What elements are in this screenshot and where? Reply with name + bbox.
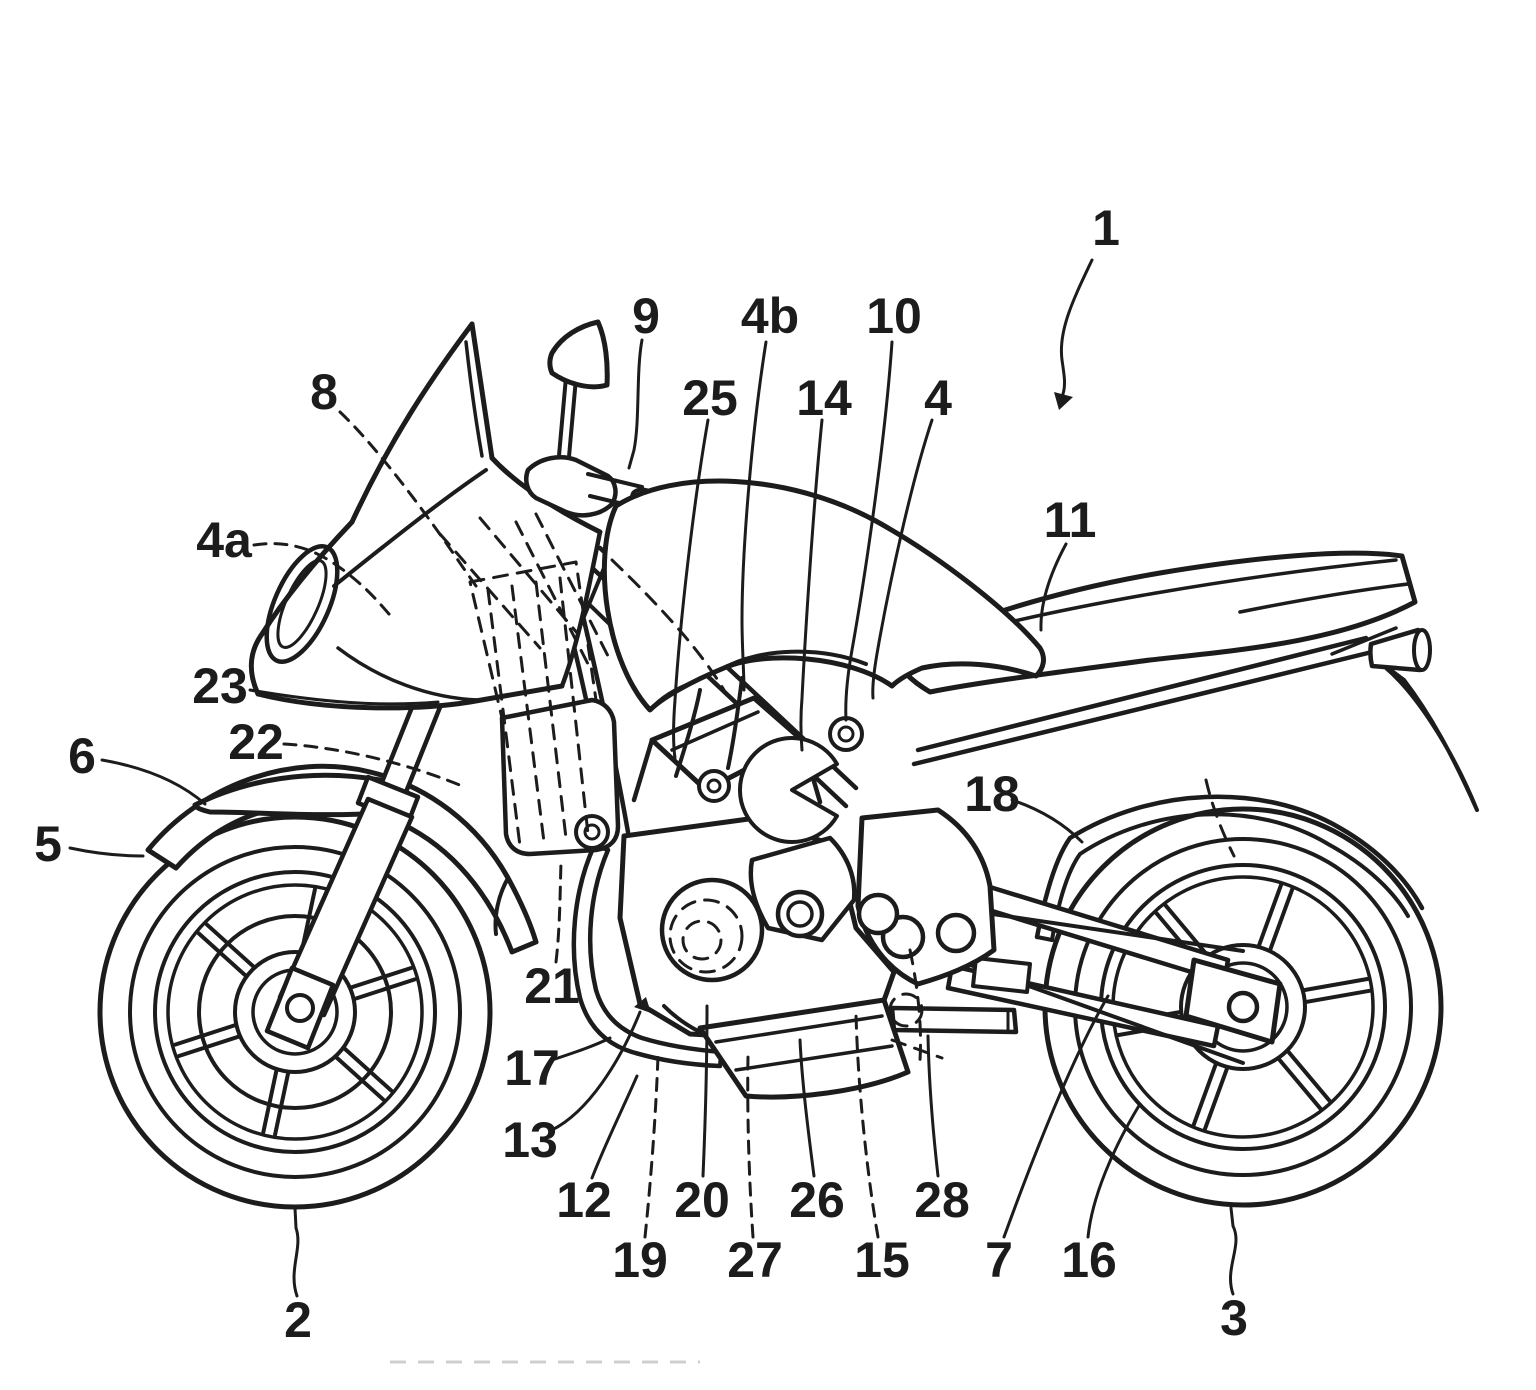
ref-label-1: 1 [1092,200,1120,256]
leader-line-27 [746,1054,755,1239]
leader-line-4 [871,418,934,700]
ref-label-7: 7 [985,1232,1013,1288]
leader-line-6 [100,758,207,806]
leader-line-7 [1002,994,1110,1239]
ref-label-9: 9 [632,288,660,344]
leader-line-19 [643,1054,660,1239]
subframe-rails [911,626,1398,767]
reservoir-cap [574,814,610,850]
leader-line-21 [554,860,563,964]
label-leader-lines [68,258,1238,1298]
ref-label-22: 22 [228,714,284,770]
ref-label-17: 17 [504,1040,560,1096]
leader-line-20 [701,1004,709,1178]
ref-label-6: 6 [68,728,96,784]
ref-label-16: 16 [1061,1232,1117,1288]
ref-label-27: 27 [727,1232,783,1288]
leader-line-18 [1010,798,1084,844]
ref-label-18: 18 [964,766,1020,822]
ref-label-21: 21 [524,958,580,1014]
fender-beak [192,772,393,818]
mirror [547,319,610,390]
leader-line-13 [550,1010,642,1132]
leader-line-2 [292,1206,300,1298]
ref-label-12: 12 [556,1172,612,1228]
leader-line-14 [799,418,824,752]
ref-label-13: 13 [502,1112,558,1168]
rear-mudflap-spike [1384,666,1479,812]
ref-label-23: 23 [192,658,248,714]
leader-line-4a [252,542,396,622]
ref-label-26: 26 [789,1172,845,1228]
leader-line-11 [1039,542,1068,632]
ref-label-4a: 4a [196,512,253,568]
airbox-throttle-body [737,736,839,844]
ref-label-3: 3 [1220,1290,1248,1346]
windscreen-right-edge [469,321,495,461]
ref-label-4: 4 [924,370,952,426]
leader-line-17 [550,1036,612,1062]
front-axle [285,993,315,1023]
clutch-cover [659,877,765,983]
leader-line-4b [740,340,768,692]
leader-line-12 [590,1074,639,1180]
ref-label-14: 14 [796,370,852,426]
leader-arrowhead-1 [1054,392,1073,410]
ref-label-11: 11 [1044,492,1097,548]
leader-line-5 [68,846,145,858]
mirror-stalk [556,375,568,469]
front-sprocket [856,892,900,936]
headlight-lens [264,544,340,664]
leader-line-3 [1229,1206,1238,1296]
fuel-tank [601,478,1046,713]
leader-line-10 [844,340,894,722]
ref-label-5: 5 [34,816,62,872]
leader-line-25 [672,418,710,760]
front-fender [145,763,539,955]
leader-line-9 [627,338,644,470]
steering-stem-hidden [514,520,592,670]
leader-line-16 [1086,1102,1142,1239]
ref-label-20: 20 [674,1172,730,1228]
leader-line-8 [338,410,478,588]
ref-label-10: 10 [866,288,922,344]
rear-axle [1226,990,1260,1024]
tail-light [1368,627,1479,812]
rear-fender-hidden-edge [1204,778,1236,858]
leader-line-22 [282,742,464,788]
muffler-bracket [889,1005,1019,1035]
leader-line-23 [248,688,440,706]
leader-line-15 [854,1012,880,1239]
leader-line-26 [798,1038,816,1178]
leader-line-28 [926,1034,940,1178]
hidden-dashed-details [390,512,1236,1364]
ref-label-2: 2 [284,1292,312,1348]
leader-arrowhead-13 [634,997,651,1013]
engine [617,676,900,1041]
ref-label-8: 8 [310,364,338,420]
leader-line-1 [1059,258,1094,396]
clutch-hidden [668,898,744,974]
ref-label-25: 25 [682,370,738,426]
motorcycle-line-art [97,319,1479,1210]
ref-label-19: 19 [612,1232,668,1288]
ref-label-4b: 4b [741,288,799,344]
rear-fender [1034,794,1425,942]
ref-label-15: 15 [854,1232,910,1288]
bar-clamp [524,455,618,518]
grip [586,472,644,489]
brake-disc [197,914,393,1110]
ref-label-28: 28 [914,1172,970,1228]
footpeg-bracket [971,956,1032,994]
windscreen-left-edge [349,321,475,525]
shock-linkage-hidden [888,992,924,1028]
